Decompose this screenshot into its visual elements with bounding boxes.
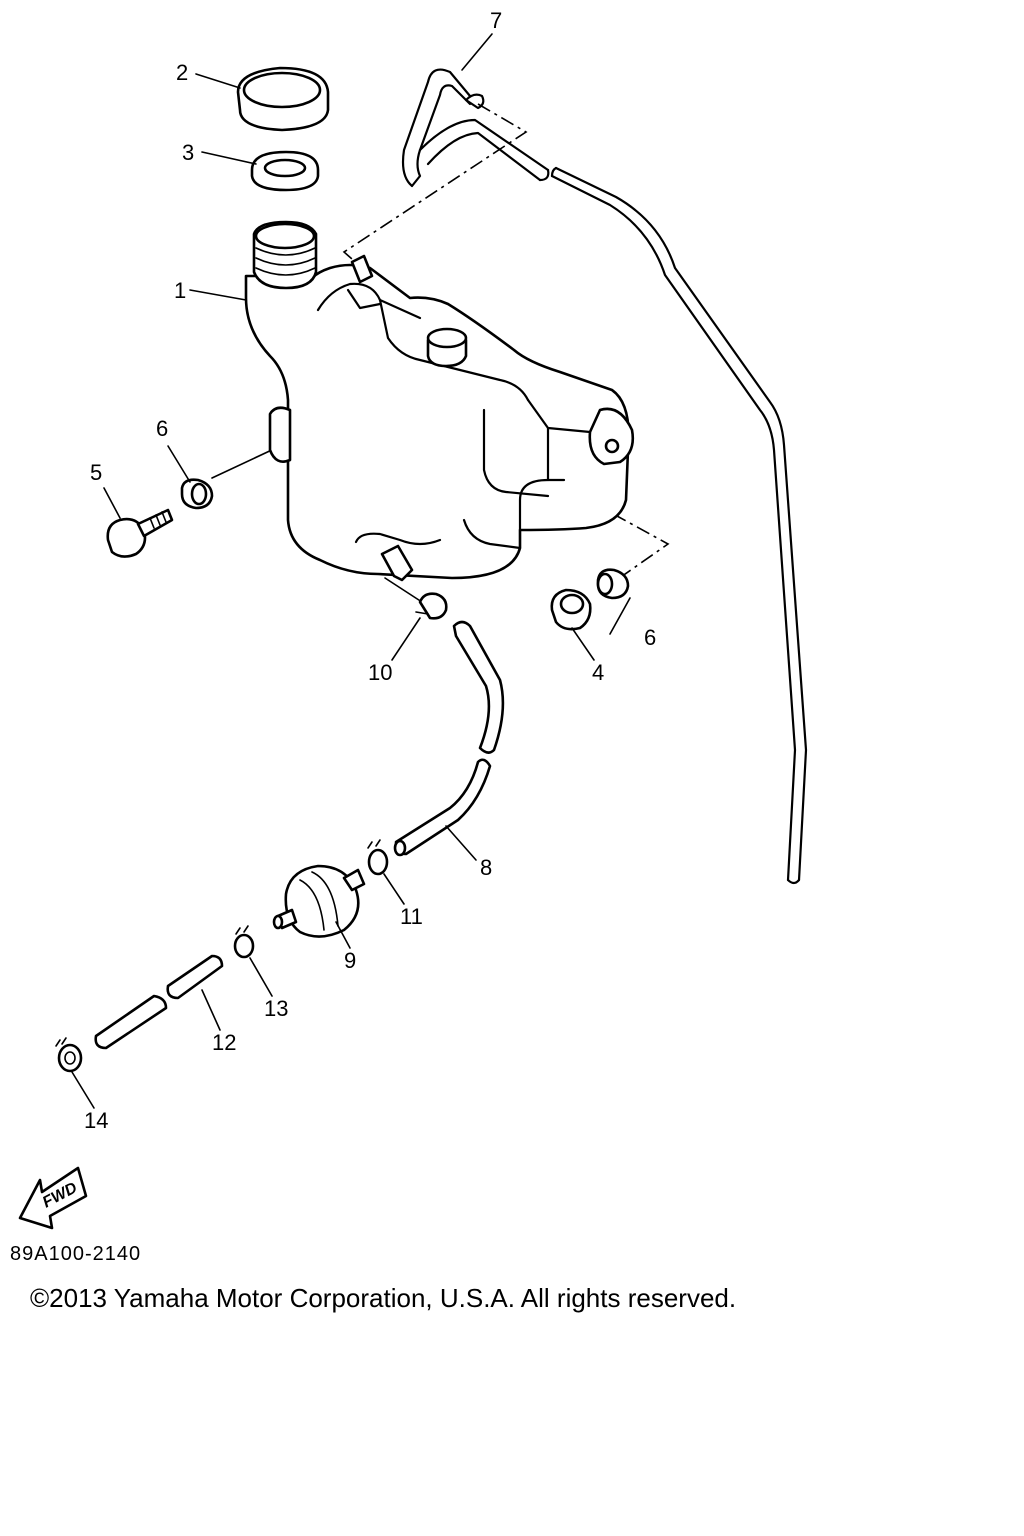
part-6-collar-left <box>180 478 214 510</box>
part-2-tank-cap <box>236 66 330 132</box>
copyright-notice: ©2013 Yamaha Motor Corporation, U.S.A. A… <box>30 1283 737 1313</box>
part-12-hose-lower <box>94 994 168 1050</box>
callout-13: 13 <box>264 996 288 1021</box>
callout-5: 5 <box>90 460 102 485</box>
part-4-grommet <box>550 588 592 631</box>
callout-14: 14 <box>84 1108 108 1133</box>
callout-2: 2 <box>176 60 188 85</box>
callout-6-left: 6 <box>156 416 168 441</box>
callout-8: 8 <box>480 855 492 880</box>
part-6-collar-right <box>596 568 630 600</box>
callout-9: 9 <box>344 948 356 973</box>
callout-11: 11 <box>400 904 423 929</box>
parts-diagram: 7 2 3 1 6 5 10 6 4 8 11 9 13 12 14 FWD <box>18 8 808 1230</box>
callout-7: 7 <box>490 8 502 33</box>
long-vent-hose <box>550 166 808 885</box>
callout-1: 1 <box>174 278 186 303</box>
part-9-oil-filter <box>272 864 366 938</box>
part-7-vent-hose <box>401 68 550 188</box>
part-11-hose-clip <box>367 839 389 876</box>
callout-12: 12 <box>212 1030 236 1055</box>
part-3-gasket <box>250 150 320 192</box>
callout-6-right: 6 <box>644 625 656 650</box>
part-12-hose-upper <box>166 954 224 1000</box>
part-8-hose-upper <box>452 620 505 754</box>
part-1-oil-tank <box>244 220 635 582</box>
callout-4: 4 <box>592 660 604 685</box>
callout-labels: 7 2 3 1 6 5 10 6 4 8 11 9 13 12 14 <box>84 8 656 1133</box>
leader-lines <box>71 33 631 1109</box>
callout-10: 10 <box>368 660 392 685</box>
part-10-hose-clip <box>415 592 448 620</box>
drawing-code: 89A100-2140 <box>10 1243 142 1265</box>
part-5-bolt <box>106 508 174 558</box>
part-13-hose-clip <box>233 925 255 959</box>
part-8-hose-lower <box>393 758 492 857</box>
callout-3: 3 <box>182 140 194 165</box>
forward-direction-arrow: FWD <box>18 1166 88 1230</box>
part-14-hose-clip <box>55 1037 83 1073</box>
